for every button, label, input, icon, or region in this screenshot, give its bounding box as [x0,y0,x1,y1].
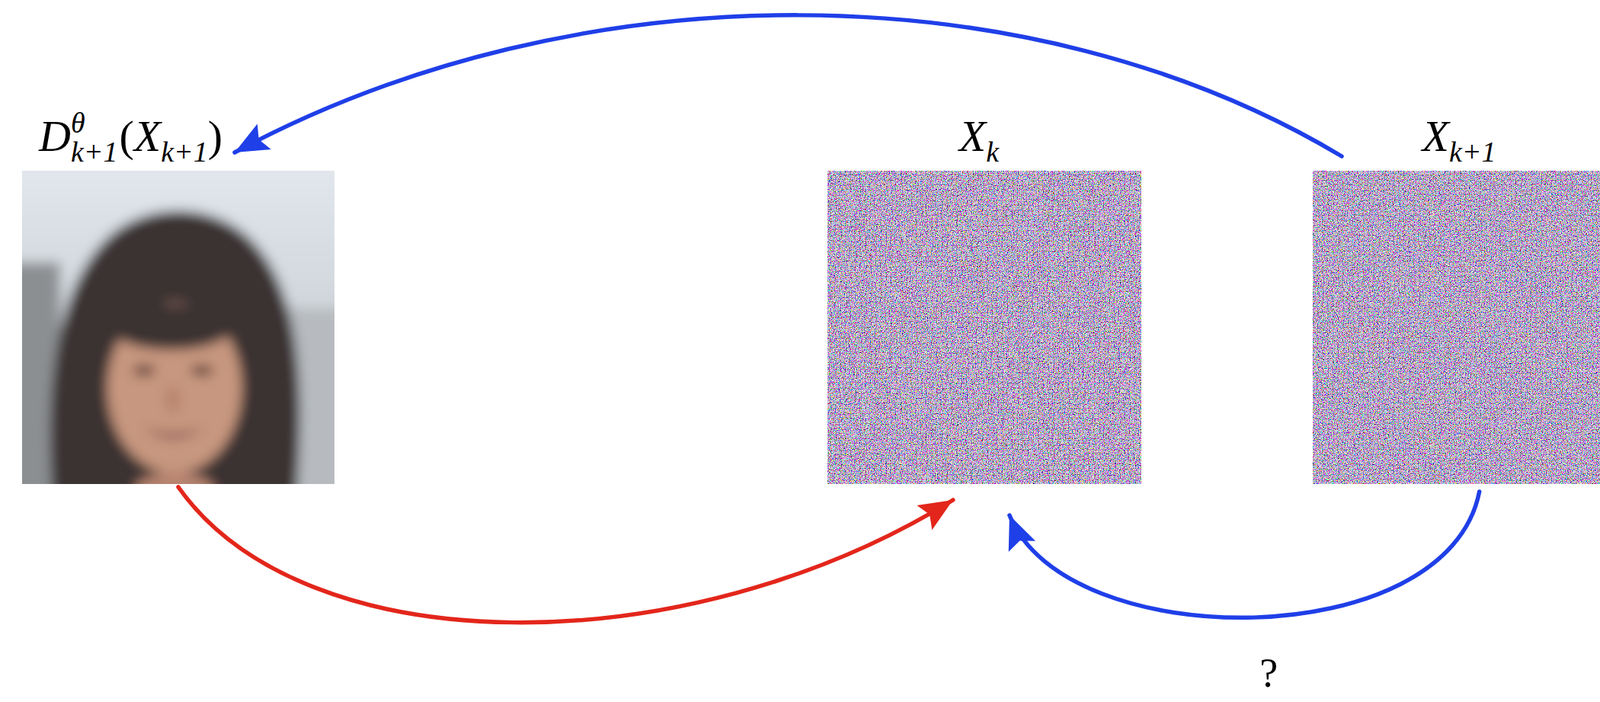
image-panel: Dθk+1(Xk+1) [22,170,335,484]
math-label: Dθk+1(Xk+1) [38,108,223,167]
math-label: Xk+1 [1422,114,1497,167]
arrow-line [234,15,1342,157]
curved-arrow [178,486,954,623]
label-text: X [134,111,161,161]
arrow-line [178,486,954,623]
label-text: ( [118,111,134,161]
subscript-text: k+1 [1449,135,1497,168]
edge-label: ? [1256,650,1281,696]
script-stack: θk+1 [70,108,119,167]
curved-arrow [1008,491,1480,618]
subscript-text: k+1 [70,137,119,167]
arrow-head [1008,515,1036,552]
arrow-head [916,499,953,530]
subscript-text: k+1 [160,135,208,168]
noise-image [827,170,1142,484]
noise-image [1312,170,1600,484]
subscript-text: θ [70,108,119,138]
math-label: Xk [959,114,999,167]
label-text: X [1422,111,1450,161]
face-image [6,155,350,506]
image-panel: Xk [827,170,1142,484]
label-text: X [959,111,986,161]
subscript-text: k [985,135,999,168]
label-text: D [38,111,71,161]
arrow-line [1009,491,1480,618]
image-panel: Xk+1 [1312,170,1600,484]
label-text: ) [208,111,223,161]
curved-arrow [234,15,1342,157]
arrow-head [234,123,272,153]
